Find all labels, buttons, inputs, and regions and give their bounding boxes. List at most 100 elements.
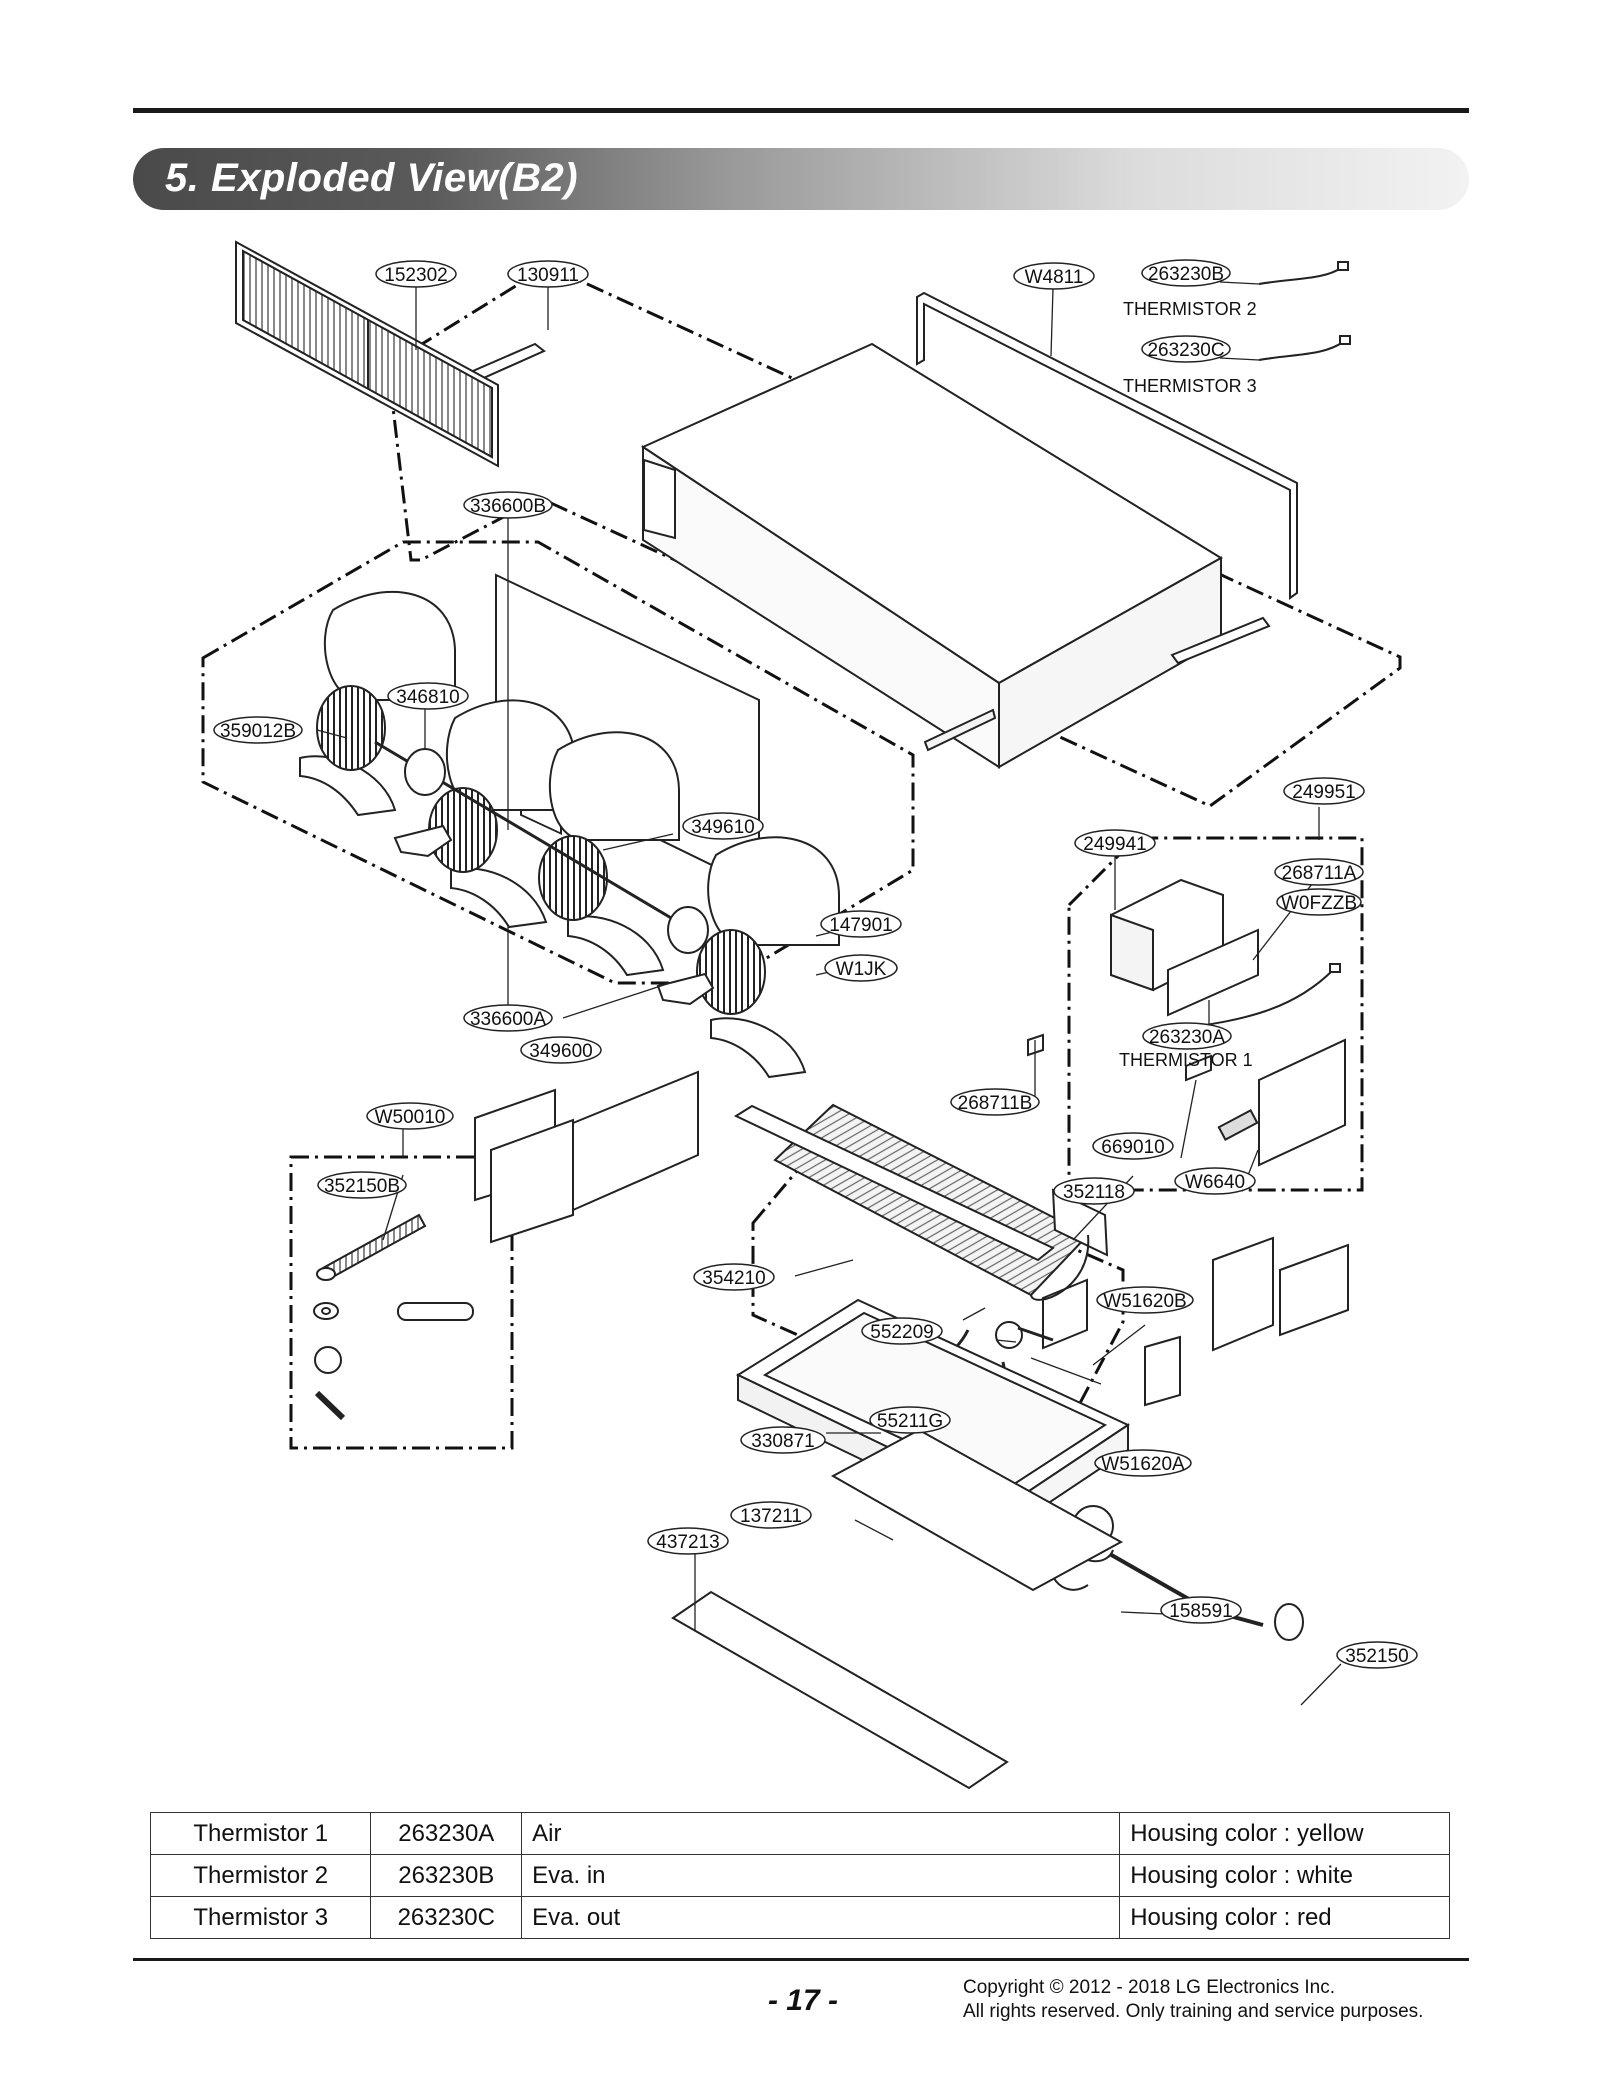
callout-249951 — [1283, 777, 1365, 805]
callout-text: W6640 — [1185, 1172, 1245, 1193]
thermistor-2-label: THERMISTOR 2 — [1123, 299, 1257, 319]
callout-text: 352150 — [1345, 1646, 1408, 1667]
callout-437213 — [647, 1527, 729, 1555]
thermistor-housing: Housing color : yellow — [1119, 1812, 1450, 1855]
callout-text: 346810 — [396, 687, 459, 708]
callout-w51620b — [1096, 1286, 1194, 1314]
blower-cover-2 — [450, 867, 548, 929]
section-title: 5. Exploded View(B2) — [165, 156, 579, 200]
callout-263230b — [1141, 259, 1231, 287]
callout-text: 669010 — [1101, 1137, 1164, 1158]
thermistor-housing: Housing color : red — [1119, 1896, 1450, 1939]
callout-359012b — [213, 716, 303, 744]
top-rule — [133, 108, 1469, 113]
callout-labels: 152302 130911 W4811 263230B 263230C 3366… — [220, 264, 1409, 1667]
callout-w6640 — [1174, 1167, 1256, 1195]
callout-text: 152302 — [384, 265, 447, 286]
callout-bubbles — [213, 259, 1418, 1669]
callout-text: W51620B — [1103, 1291, 1186, 1312]
callout-text: W0FZZB — [1281, 893, 1357, 914]
top-casing — [418, 342, 1271, 769]
callout-text: 147901 — [829, 915, 892, 936]
table-row: Thermistor 1 263230A Air Housing color :… — [149, 1812, 1450, 1855]
accessory-kit-items — [313, 1213, 474, 1421]
callout-text: 354210 — [702, 1268, 765, 1289]
callout-352118 — [1053, 1177, 1135, 1205]
table-row: Thermistor 3 263230C Eva. out Housing co… — [149, 1896, 1450, 1939]
callout-text: 130911 — [517, 265, 579, 286]
exploded-view-diagram: 152302 130911 W4811 263230B 263230C 3366… — [201, 240, 1418, 1790]
callout-text: 552209 — [870, 1322, 933, 1343]
thermistor-code: 263230A — [370, 1812, 523, 1855]
thermistor-name: Thermistor 2 — [149, 1854, 372, 1897]
callout-352150 — [1336, 1641, 1418, 1669]
callout-text: 263230A — [1149, 1027, 1225, 1048]
thermistor-3-label: THERMISTOR 3 — [1123, 376, 1257, 396]
callout-text: 336600B — [470, 496, 546, 517]
callout-249941 — [1074, 829, 1156, 857]
blower-cover-3 — [567, 915, 665, 977]
copyright-line-1: Copyright © 2012 - 2018 LG Electronics I… — [963, 1977, 1336, 1998]
page-number: - 17 - — [767, 1984, 839, 2017]
callout-text: W1JK — [836, 959, 887, 980]
section-title-bar: 5. Exploded View(B2) — [133, 148, 1469, 210]
motor-mounts — [393, 824, 715, 1006]
callout-352150b — [317, 1171, 407, 1199]
callout-text: 359012B — [220, 721, 296, 742]
outline-accessory-kit — [289, 1155, 514, 1450]
callout-330871 — [740, 1426, 826, 1454]
callout-354210 — [693, 1263, 775, 1291]
thermistor-labels: THERMISTOR 2 THERMISTOR 3 THERMISTOR 1 — [1119, 299, 1257, 1070]
outline-blower-assembly — [201, 540, 915, 985]
callout-text: W4811 — [1025, 267, 1084, 288]
callout-text: 349600 — [529, 1041, 592, 1062]
callout-text: 263230C — [1147, 340, 1224, 361]
callout-w1jk — [824, 954, 898, 982]
callout-147901 — [820, 910, 902, 938]
thermistor-table: Thermistor 1 263230A Air Housing color :… — [149, 1812, 1450, 1939]
callout-text: 137211 — [740, 1506, 802, 1527]
callout-349600 — [520, 1036, 602, 1064]
callout-text: 352150B — [324, 1176, 400, 1197]
callout-268711a — [1274, 858, 1364, 886]
callout-346810 — [387, 682, 469, 710]
thermistor-location: Eva. out — [521, 1896, 1121, 1939]
callout-text: 249941 — [1083, 834, 1146, 855]
callout-text: 268711B — [958, 1093, 1033, 1114]
callout-text: 349610 — [691, 817, 754, 838]
motors — [404, 748, 709, 954]
thermistor-code: 263230B — [370, 1854, 523, 1897]
evaporator-coil — [733, 1103, 1109, 1301]
callout-263230c — [1141, 335, 1231, 363]
outline-coil-assembly — [751, 1138, 1125, 1422]
side-panels — [474, 1070, 1349, 1407]
copyright-notice: Copyright © 2012 - 2018 LG Electronics I… — [963, 1976, 1423, 2024]
callout-336600a — [463, 1004, 553, 1032]
callout-669010 — [1092, 1132, 1174, 1160]
callout-text: W50010 — [375, 1107, 446, 1128]
bottom-plates — [671, 1428, 1124, 1790]
front-grille — [235, 240, 499, 468]
callout-text: 158591 — [1169, 1601, 1232, 1622]
callout-text: 249951 — [1292, 782, 1355, 803]
thermistor-code: 263230C — [370, 1896, 523, 1939]
callout-w51620a — [1094, 1449, 1192, 1477]
blower-cover-4 — [710, 1017, 807, 1079]
blower-housing-1 — [323, 590, 456, 701]
blower-housing-3 — [548, 731, 680, 841]
callout-137211 — [730, 1501, 812, 1529]
thermistor-location: Air — [521, 1812, 1121, 1855]
bottom-rule — [133, 1958, 1469, 1961]
callout-text: W51620A — [1101, 1454, 1185, 1475]
callout-w50010 — [366, 1102, 454, 1130]
back-bracket — [916, 291, 1298, 600]
callout-552209 — [861, 1317, 943, 1345]
thermistor-location: Eva. in — [521, 1854, 1121, 1897]
thermistor-name: Thermistor 1 — [149, 1812, 372, 1855]
callout-w4811 — [1013, 262, 1095, 290]
callout-text: 55211G — [877, 1411, 943, 1432]
callout-263230a — [1142, 1022, 1232, 1050]
blower-units — [299, 573, 840, 1079]
callout-152302 — [375, 260, 457, 288]
callout-336600b — [463, 491, 553, 519]
